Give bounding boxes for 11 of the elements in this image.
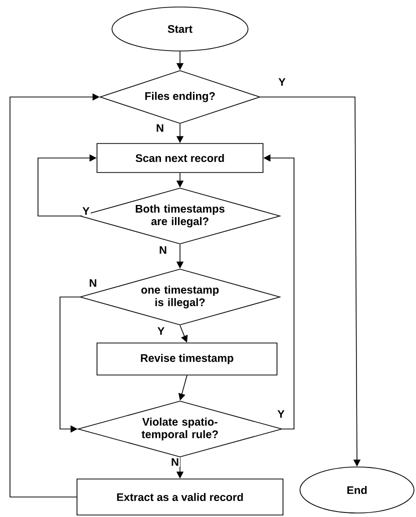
edge-label: N <box>155 123 165 133</box>
process-box: Revise timestamp <box>96 342 278 376</box>
process-box: Scan next record <box>96 143 264 173</box>
process-box: Extract as a valid record <box>76 478 284 516</box>
edge-label: Y <box>156 326 166 336</box>
edge-label: Y <box>276 409 286 419</box>
edge-label: N <box>170 457 180 467</box>
edge-label: Y <box>277 77 287 87</box>
edge-label: N <box>158 245 168 255</box>
edge-label: Y <box>81 206 91 216</box>
edge-label: N <box>88 278 98 288</box>
